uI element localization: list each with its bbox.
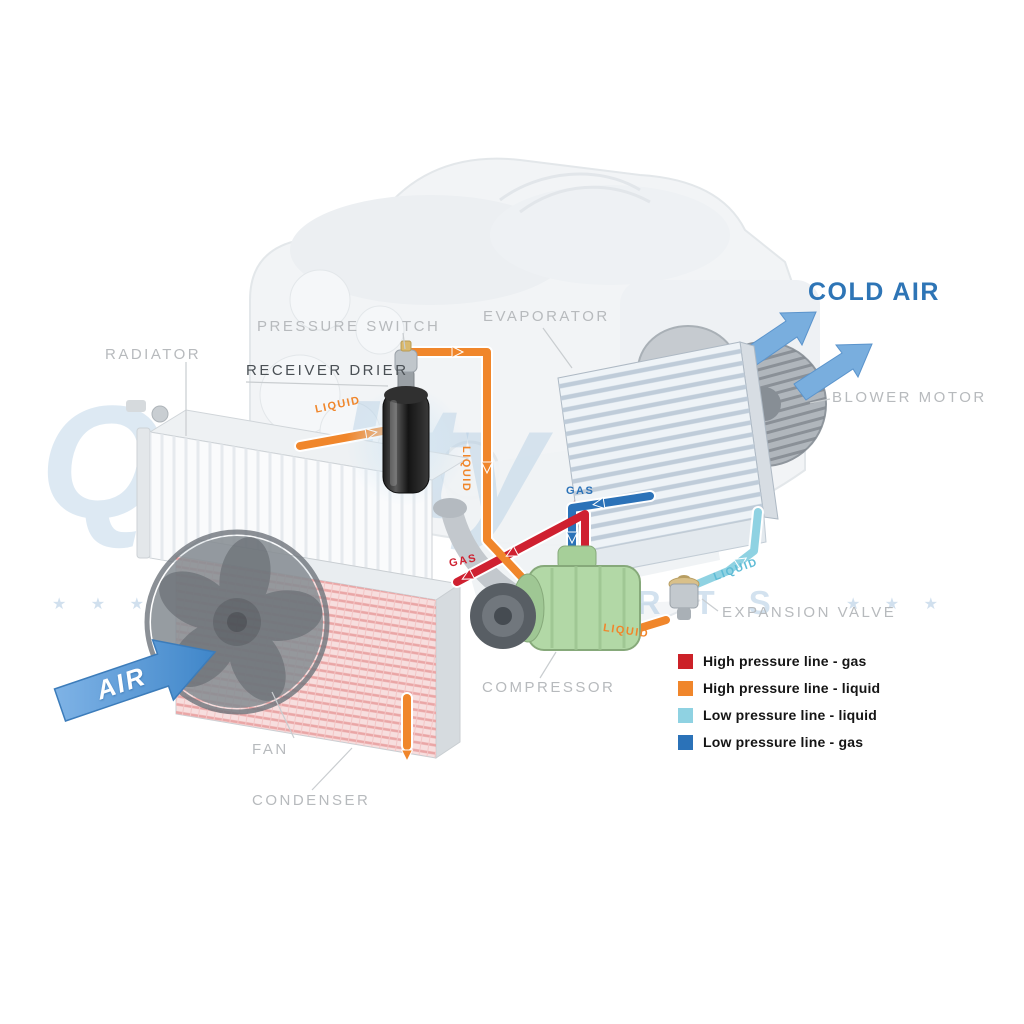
- pressure-switch: [394, 340, 418, 373]
- pipe-label-gas-discharge: GAS: [448, 552, 479, 570]
- watermark-stars-left: ★ ★ ★: [52, 596, 154, 613]
- receiver-drier: [346, 340, 466, 506]
- legend-label: High pressure line - liquid: [703, 680, 881, 696]
- leader-lines: [185, 327, 831, 791]
- air-label: AIR: [92, 660, 151, 706]
- legend-swatch-low-liquid: [678, 707, 693, 723]
- legend-swatch-low-gas: [678, 734, 693, 750]
- pipe-label-liquid-to-drier: LIQUID: [314, 394, 362, 416]
- compressor-pulley: [470, 583, 536, 649]
- legend-item: Low pressure line - gas: [678, 734, 880, 750]
- pipe-label-liquid-to-valve: LIQUID: [602, 622, 650, 641]
- pipe-label-liquid-down: LIQUID: [460, 446, 472, 493]
- radiator-cap: [151, 405, 169, 423]
- cold-air-arrow: [739, 311, 817, 369]
- legend-label: Low pressure line - gas: [703, 734, 864, 750]
- legend-item: High pressure line - gas: [678, 653, 880, 669]
- fan-label: FAN: [252, 741, 289, 758]
- condenser-label: CONDENSER: [252, 792, 371, 809]
- compressor: [470, 545, 641, 651]
- pressure-switch-label: PRESSURE SWITCH: [257, 318, 441, 335]
- cold-air-label: COLD AIR: [808, 278, 940, 306]
- legend-swatch-high-liquid: [678, 680, 693, 696]
- blower-motor-label: BLOWER MOTOR: [832, 389, 987, 406]
- compressor-label: COMPRESSOR: [482, 679, 616, 696]
- legend: High pressure line - gas High pressure l…: [678, 653, 880, 750]
- cold-air-arrows: [739, 311, 873, 401]
- radiator-label: RADIATOR: [105, 346, 202, 363]
- expansion-valve: [668, 575, 700, 620]
- pipe-label-gas-suction: GAS: [566, 485, 595, 497]
- legend-label: Low pressure line - liquid: [703, 707, 877, 723]
- pipe-label-liquid-low: LIQUID: [712, 556, 760, 584]
- air-arrow: [53, 639, 217, 722]
- receiver-drier-label: RECEIVER DRIER: [246, 362, 409, 379]
- legend-swatch-high-gas: [678, 653, 693, 669]
- expansion-valve-label: EXPANSION VALVE: [722, 604, 897, 621]
- cold-air-arrow: [793, 343, 873, 401]
- watermark-stars-right: ★ ★ ★: [846, 596, 948, 613]
- legend-item: High pressure line - liquid: [678, 680, 880, 696]
- evaporator-label: EVAPORATOR: [483, 308, 610, 325]
- legend-item: Low pressure line - liquid: [678, 707, 880, 723]
- legend-label: High pressure line - gas: [703, 653, 867, 669]
